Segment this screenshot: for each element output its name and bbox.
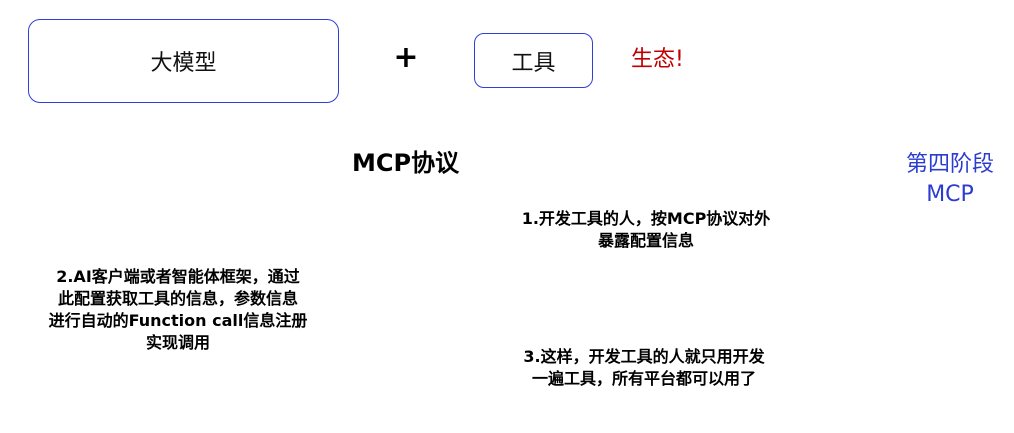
model-box: 大模型	[28, 19, 339, 103]
note-line: 3.这样，开发工具的人就只用开发	[523, 347, 765, 366]
stage-label: 第四阶段 MCP	[885, 150, 1014, 210]
tool-box-label: 工具	[511, 50, 556, 76]
note-line: 实现调用	[145, 333, 210, 352]
note-line: 进行自动的Function call信息注册	[48, 311, 308, 330]
tool-box: 工具	[474, 33, 593, 88]
ecosystem-label: 生态!	[631, 47, 684, 72]
note-line: 此配置获取工具的信息，参数信息	[57, 289, 298, 308]
note-line: 暴露配置信息	[597, 231, 694, 250]
stage-label-line-1: 第四阶段	[905, 152, 994, 177]
note-line: 2.AI客户端或者智能体框架，通过	[56, 267, 300, 286]
stage-label-line-2: MCP	[926, 182, 974, 207]
note-line: 一遍工具，所有平台都可以用了	[531, 369, 756, 388]
protocol-title: MCP协议	[352, 149, 460, 177]
note-develop-once: 3.这样，开发工具的人就只用开发 一遍工具，所有平台都可以用了	[484, 346, 804, 390]
note-expose-config: 1.开发工具的人，按MCP协议对外 暴露配置信息	[486, 208, 806, 252]
plus-sign: +	[393, 40, 419, 75]
note-line: 1.开发工具的人，按MCP协议对外	[521, 209, 771, 228]
note-client-registration: 2.AI客户端或者智能体框架，通过 此配置获取工具的信息，参数信息 进行自动的F…	[18, 266, 338, 354]
model-box-label: 大模型	[150, 51, 217, 76]
